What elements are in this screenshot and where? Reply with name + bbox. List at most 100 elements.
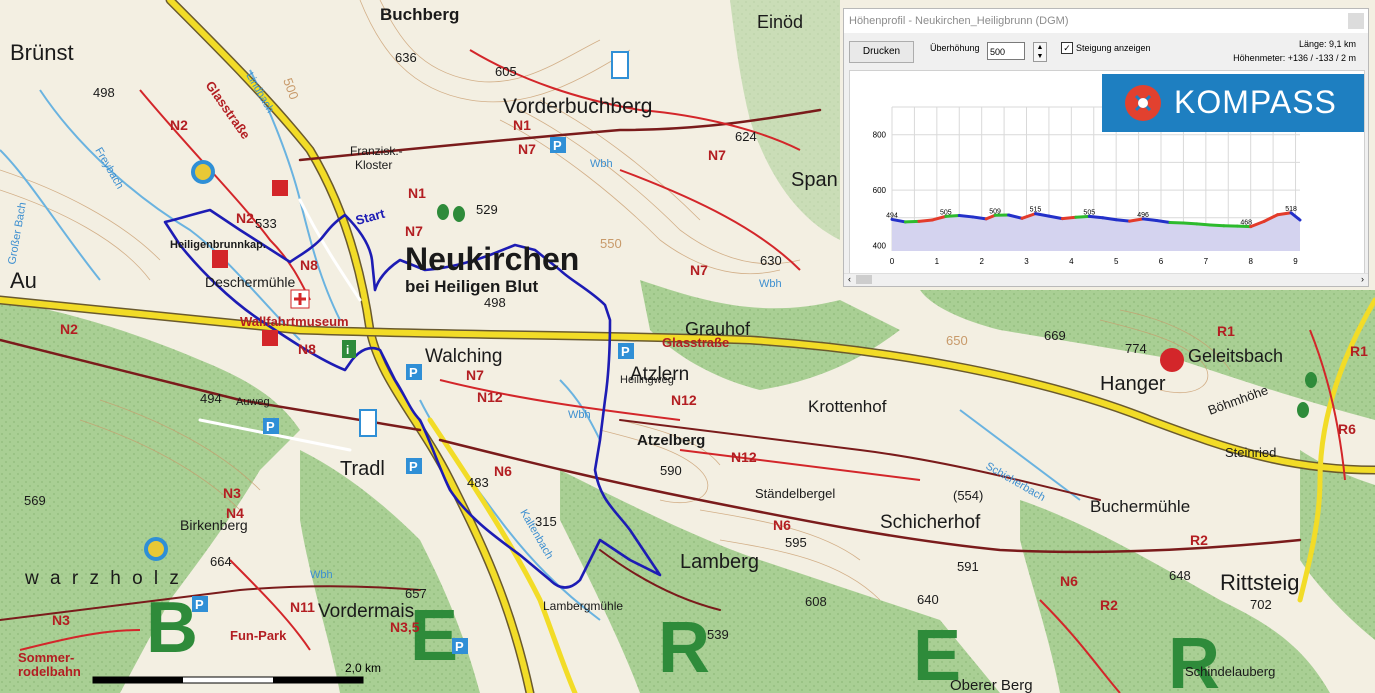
place-name: Schindelauberg <box>1185 664 1275 679</box>
route-code: R2 <box>1100 597 1118 613</box>
elevation-point-label: 468 <box>1240 220 1252 227</box>
water-name: Wbh <box>568 409 591 421</box>
svg-text:P: P <box>266 419 275 434</box>
window-title: Höhenprofil - Neukirchen_Heiligbrunn (DG… <box>849 15 1069 27</box>
profile-segment <box>1020 212 1037 220</box>
spot-height: 315 <box>535 514 557 529</box>
route-code: N12 <box>731 449 757 465</box>
place-name: Vorderbuchberg <box>503 95 652 118</box>
profile-segment <box>971 215 988 221</box>
print-button[interactable]: Drucken <box>849 41 914 63</box>
route-code: N8 <box>298 341 316 357</box>
swimming-icon <box>611 51 629 79</box>
place-name: Buchermühle <box>1090 497 1190 516</box>
place-name: Walching <box>425 346 502 367</box>
exaggeration-input[interactable]: 500 <box>987 42 1025 60</box>
route-code: N6 <box>1060 573 1078 589</box>
place-name: Wallfahrtmuseum <box>240 314 349 329</box>
spot-height: 774 <box>1125 341 1147 356</box>
close-icon[interactable] <box>1348 13 1364 29</box>
profile-segment <box>1262 213 1280 223</box>
spot-height: (554) <box>953 488 983 503</box>
exaggeration-spinner[interactable]: ▲▼ <box>1033 42 1047 62</box>
map-symbols: P P P P P P P i <box>144 51 1317 654</box>
place-name: Brünst <box>10 40 74 65</box>
viewpoint-icon <box>144 537 168 561</box>
spot-height: 590 <box>660 463 682 478</box>
horizontal-scrollbar[interactable]: ‹ › <box>844 273 1368 286</box>
svg-text:P: P <box>195 597 204 612</box>
svg-text:P: P <box>553 138 562 153</box>
tree-icon <box>1297 402 1309 418</box>
zone-letter: E <box>913 616 961 693</box>
marked-trails <box>19 49 1346 693</box>
spot-height: 640 <box>917 592 939 607</box>
scrollbar-thumb[interactable] <box>856 275 872 284</box>
x-tick-label: 1 <box>935 257 940 266</box>
spot-height: 498 <box>484 295 506 310</box>
route-code: R2 <box>1190 532 1208 548</box>
profile-segment <box>890 217 907 224</box>
profile-segment <box>1181 221 1199 226</box>
scale-bar: 2,0 km <box>92 661 381 684</box>
place-name: bei Heiligen Blut <box>405 277 539 296</box>
svg-text:P: P <box>455 639 464 654</box>
place-name: Atzlern <box>630 364 689 385</box>
route-code: R1 <box>1350 343 1368 359</box>
place-name: Steinried <box>1225 445 1276 460</box>
scroll-right-icon[interactable]: › <box>1361 274 1364 284</box>
route-code: N12 <box>477 389 503 405</box>
x-tick-label: 6 <box>1159 257 1164 266</box>
water-name: Wbh <box>310 569 333 581</box>
place-name: Buchberg <box>380 5 459 24</box>
kompass-logo: KOMPASS <box>1102 74 1364 132</box>
elevation-point-label: 515 <box>1030 207 1042 214</box>
elevation-labels: 636 605 624 498 533 529 550 630 498 650 … <box>24 50 1272 642</box>
zone-letter: R <box>1168 624 1220 693</box>
place-name: Tradl <box>340 458 385 480</box>
spot-height: 533 <box>255 216 277 231</box>
zone-letter: B <box>146 588 198 668</box>
profile-segment <box>1047 214 1064 221</box>
parking-icon <box>406 364 422 380</box>
place-name: Heiligenbrunnkap. <box>170 239 266 251</box>
spot-height: 664 <box>210 554 232 569</box>
profile-segment <box>1114 218 1132 223</box>
zone-letter: E <box>410 596 458 676</box>
hospital-cross-icon <box>294 293 306 305</box>
zone-letters: B E R E R <box>146 588 1220 693</box>
place-name: Auweg <box>236 396 270 408</box>
length-readout: Länge: 9,1 km <box>1298 39 1356 49</box>
place-name: Atzelberg <box>637 432 705 449</box>
profile-segment <box>903 219 921 224</box>
tree-icon <box>453 206 465 222</box>
scroll-left-icon[interactable]: ‹ <box>848 274 851 284</box>
route-code: N2 <box>236 210 254 226</box>
spot-height: 539 <box>707 627 729 642</box>
route-code: N6 <box>773 517 791 533</box>
x-tick-label: 8 <box>1248 257 1253 266</box>
place-name: Einöd <box>757 12 803 32</box>
place-name: Franzisk.-Kloster <box>350 144 403 172</box>
show-slope-label: Steigung anzeigen <box>1076 43 1151 53</box>
spot-height: 494 <box>200 391 222 406</box>
place-name: w a r z h o l z <box>24 568 182 589</box>
profile-segment <box>917 218 934 223</box>
profile-segment <box>1195 222 1212 227</box>
place-name: Hanger <box>1100 373 1166 395</box>
route-code: N1 <box>408 185 426 201</box>
route-code: N7 <box>690 262 708 278</box>
place-name: Rittsteig <box>1220 570 1299 595</box>
route-code: N12 <box>671 392 697 408</box>
water-name: Wbh <box>590 158 613 170</box>
profile-segment <box>930 214 948 222</box>
window-title-bar[interactable]: Höhenprofil - Neukirchen_Heiligbrunn (DG… <box>844 9 1368 33</box>
y-tick-label: 400 <box>873 241 887 250</box>
show-slope-checkbox[interactable]: ✓ <box>1061 42 1073 54</box>
spot-height: 648 <box>1169 568 1191 583</box>
place-name: Schicherhof <box>880 512 981 533</box>
place-name: Oberer Berg <box>950 677 1033 693</box>
svg-text:P: P <box>621 344 630 359</box>
y-tick-label: 800 <box>873 131 887 140</box>
